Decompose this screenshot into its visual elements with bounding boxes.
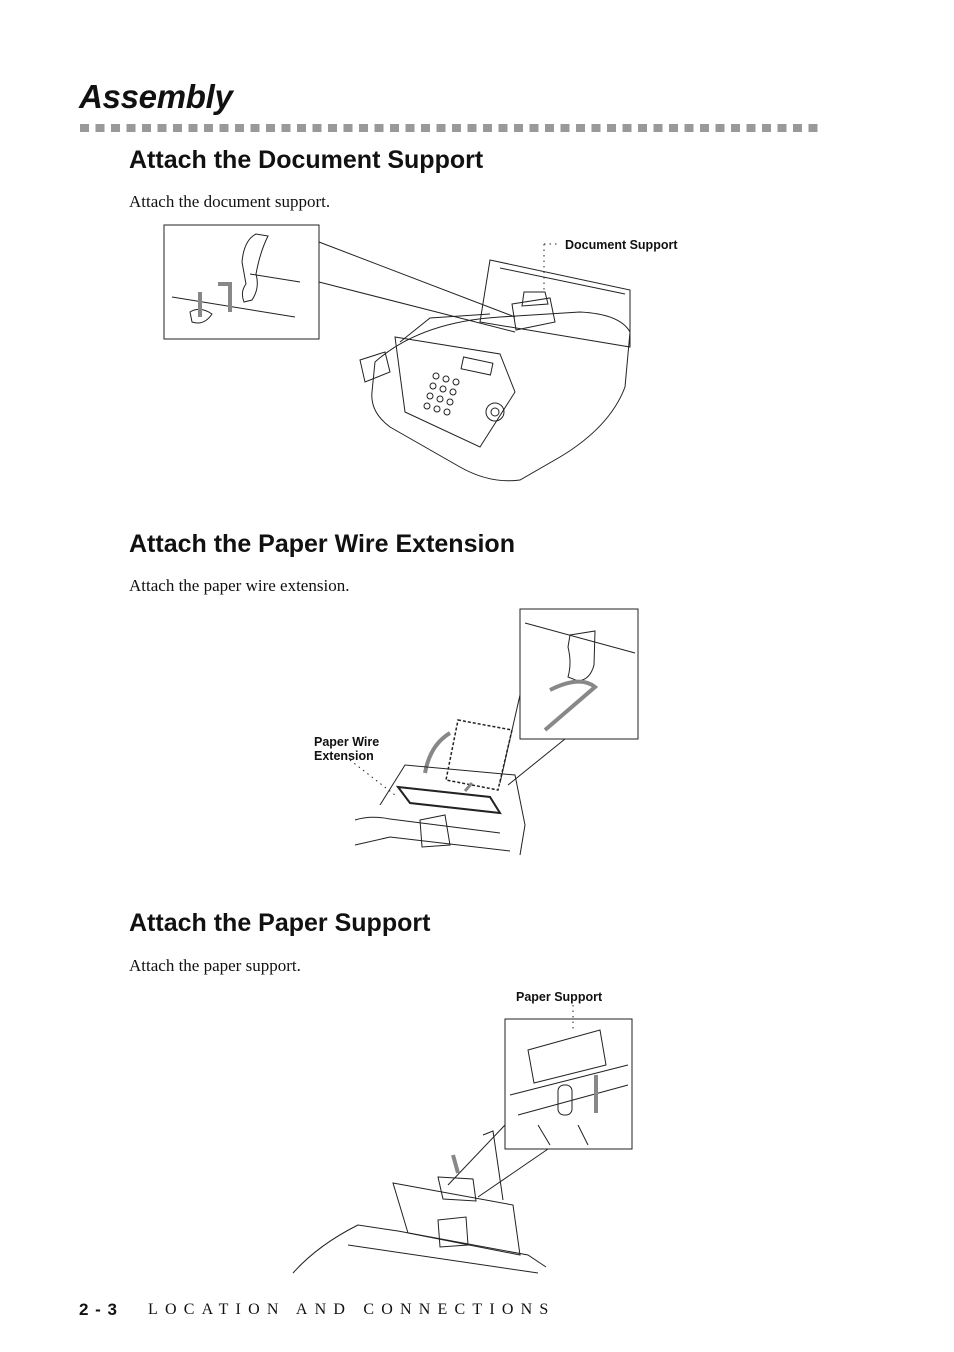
callout-paper-wire-line1: Paper Wire xyxy=(314,735,380,749)
section-heading-document-support: Attach the Document Support xyxy=(129,146,484,174)
section-instruction-paper-support: Attach the paper support. xyxy=(129,956,301,975)
callout-paper-wire-extension: Paper Wire Extension xyxy=(314,735,379,763)
fax-paper-support-illustration xyxy=(292,1005,633,1274)
fax-document-support-illustration xyxy=(163,224,631,482)
page-number: 2 - 3 xyxy=(79,1300,119,1319)
section-heading-paper-support: Attach the Paper Support xyxy=(129,909,431,937)
callout-document-support: Document Support xyxy=(565,238,678,252)
dotted-title-rule: /* placeholder */ xyxy=(80,124,818,132)
callout-paper-wire-line2: Extension xyxy=(314,749,374,763)
section-instruction-paper-wire-extension: Attach the paper wire extension. xyxy=(129,576,350,595)
page-title: Assembly xyxy=(79,78,233,115)
callout-paper-support: Paper Support xyxy=(516,990,603,1004)
section-heading-paper-wire-extension: Attach the Paper Wire Extension xyxy=(129,530,515,558)
chapter-title: LOCATION AND CONNECTIONS xyxy=(148,1301,556,1318)
section-instruction-document-support: Attach the document support. xyxy=(129,192,331,211)
fax-paper-wire-illustration xyxy=(349,608,639,856)
